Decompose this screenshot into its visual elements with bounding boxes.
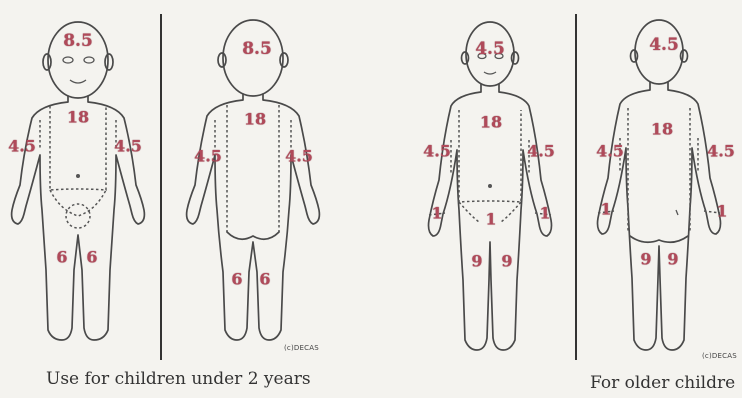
older-child-caption: For older childre xyxy=(590,373,735,393)
child-back-left-arm-percent: 4.5 xyxy=(596,142,624,161)
child-credit: (c)DECAS xyxy=(702,352,737,360)
infant-back-left-arm-percent: 4.5 xyxy=(194,147,222,166)
infant-front-right-arm-percent: 4.5 xyxy=(114,137,142,156)
infant-caption: Use for children under 2 years xyxy=(46,369,311,389)
infant-back-left-leg-percent: 6 xyxy=(231,270,242,289)
child-back-left-hand-percent: 1 xyxy=(600,200,611,219)
child-back-right-hand-percent: 1 xyxy=(716,202,727,221)
divider-child xyxy=(575,14,577,360)
child-front-left-arm-percent: 4.5 xyxy=(423,142,451,161)
infant-back-body-outline xyxy=(175,10,315,355)
infant-back-figure: 8.5 18 4.5 4.5 6 6 xyxy=(175,10,315,355)
child-back-trunk-percent: 18 xyxy=(651,120,673,139)
child-front-right-leg-percent: 9 xyxy=(501,252,512,271)
child-front-trunk-percent: 18 xyxy=(480,113,502,132)
child-front-body-outline xyxy=(415,10,565,355)
child-front-head-percent: 4.5 xyxy=(475,39,505,59)
infant-back-head-percent: 8.5 xyxy=(242,39,272,59)
child-back-right-arm-percent: 4.5 xyxy=(707,142,735,161)
infant-front-body-outline xyxy=(0,10,160,355)
child-back-head-percent: 4.5 xyxy=(649,35,679,55)
child-front-right-hand-percent: 1 xyxy=(539,204,550,223)
child-front-right-arm-percent: 4.5 xyxy=(527,142,555,161)
child-back-left-leg-percent: 9 xyxy=(640,250,651,269)
infant-front-trunk-percent: 18 xyxy=(67,108,89,127)
infant-front-figure: 8.5 18 4.5 4.5 6 6 xyxy=(0,10,160,355)
infant-front-left-leg-percent: 6 xyxy=(56,248,67,267)
child-front-groin-percent: 1 xyxy=(485,210,496,229)
infant-credit: (c)DECAS xyxy=(284,344,319,352)
child-back-figure: 4.5 18 4.5 4.5 1 1 9 9 xyxy=(588,10,738,355)
child-front-left-leg-percent: 9 xyxy=(471,252,482,271)
infant-front-left-arm-percent: 4.5 xyxy=(8,137,36,156)
child-back-right-leg-percent: 9 xyxy=(667,250,678,269)
infant-back-right-leg-percent: 6 xyxy=(259,270,270,289)
infant-front-head-percent: 8.5 xyxy=(63,31,93,51)
child-front-left-hand-percent: 1 xyxy=(431,204,442,223)
child-front-figure: 4.5 18 4.5 4.5 1 1 1 9 9 xyxy=(415,10,565,355)
infant-back-right-arm-percent: 4.5 xyxy=(285,147,313,166)
infant-front-right-leg-percent: 6 xyxy=(86,248,97,267)
divider-infant xyxy=(160,14,162,360)
infant-back-trunk-percent: 18 xyxy=(244,110,266,129)
child-back-body-outline xyxy=(588,10,738,355)
